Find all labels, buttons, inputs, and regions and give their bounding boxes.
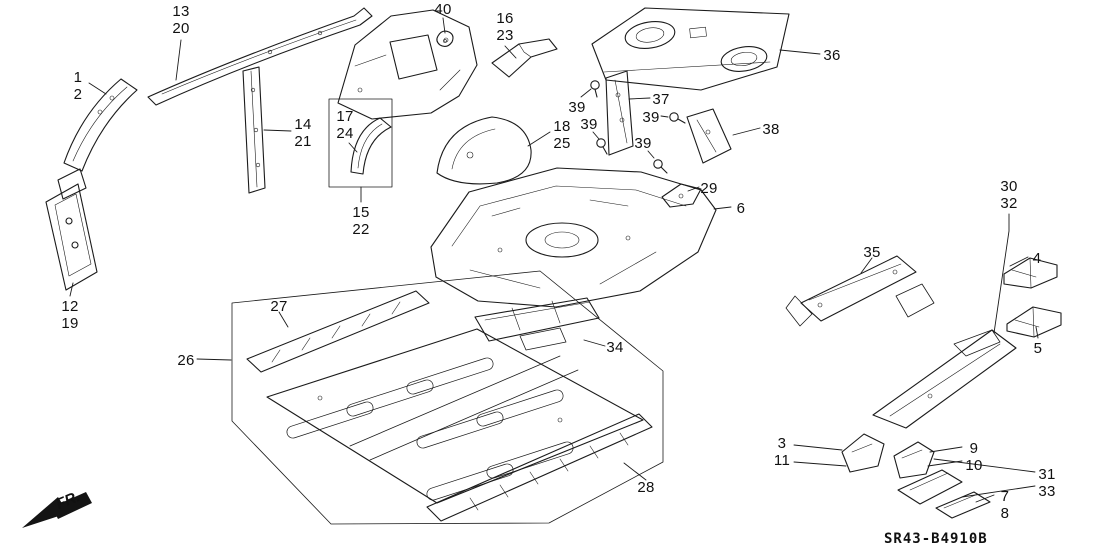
callout-39-c: 39 [642,109,660,126]
callout-34: 34 [606,339,624,356]
callout-6: 6 [736,200,746,217]
callout-7-8: 7 8 [1000,488,1010,522]
callout-3-11: 3 11 [773,435,791,469]
callout-14-21: 14 21 [294,116,312,150]
callout-36: 36 [823,47,841,64]
part-rear-shelf [591,7,790,91]
fr-direction-arrow [22,492,92,528]
bolt-icon [590,80,600,98]
callout-35: 35 [863,244,881,261]
callout-37: 37 [652,91,670,108]
part-front-pillar-lower [45,183,98,291]
part-floor-bracket [661,183,702,208]
bolt-icon [669,112,686,124]
callout-17-24: 17 24 [336,108,354,142]
callout-18-25: 18 25 [553,118,571,152]
part-rear-cross-member [785,255,935,327]
part-rear-wheelhouse [436,116,532,185]
callout-13-20: 13 20 [172,3,190,37]
bolt-icon [653,159,668,174]
leader-lines [69,17,1039,503]
part-small-bracket-b [893,441,935,479]
part-center-pillar [242,66,266,194]
callout-39-d: 39 [634,135,652,152]
callout-4: 4 [1032,250,1042,267]
callout-5: 5 [1033,340,1043,357]
part-quarter-panel-assembly [337,9,478,120]
part-front-pillar-upper [57,78,138,200]
callout-28: 28 [637,479,655,496]
callout-39-b: 39 [580,116,598,133]
callout-38: 38 [762,121,780,138]
part-shelf-gusset-right [686,108,732,164]
callout-12-19: 12 19 [61,298,79,332]
part-side-sill-right [426,413,653,522]
callout-15-22: 15 22 [352,204,370,238]
callout-27: 27 [270,298,288,315]
part-small-bracket-d [935,491,991,519]
part-side-sill-left [246,290,430,373]
callout-26: 26 [177,352,195,369]
callout-29: 29 [700,180,718,197]
floor-assembly-boundary [231,270,664,525]
diagram-code: SR43-B4910B [884,531,988,547]
part-wheel-arch-extension [328,98,393,188]
part-small-bracket-c [897,469,963,505]
callout-39-a: 39 [568,99,586,116]
callout-30-32: 30 32 [1000,178,1018,212]
part-frame-bracket-lower [1006,306,1062,338]
part-clip [436,30,454,48]
part-roof-side-rail [147,7,373,106]
part-rear-side-frame [872,329,1017,429]
part-small-bracket-a [841,433,885,473]
part-rear-floor-pan [430,167,717,308]
part-dashboard-bracket [491,38,558,78]
callout-1-2: 1 2 [73,69,83,103]
bolt-icon [596,138,608,155]
callout-31-33: 31 33 [1038,466,1056,500]
callout-9-10: 9 10 [965,440,983,474]
callout-40: 40 [434,1,452,18]
part-front-floor-pan [266,328,644,504]
part-frame-bracket-upper [1003,257,1058,289]
callout-16-23: 16 23 [496,10,514,44]
part-shelf-gusset-left [605,70,634,156]
